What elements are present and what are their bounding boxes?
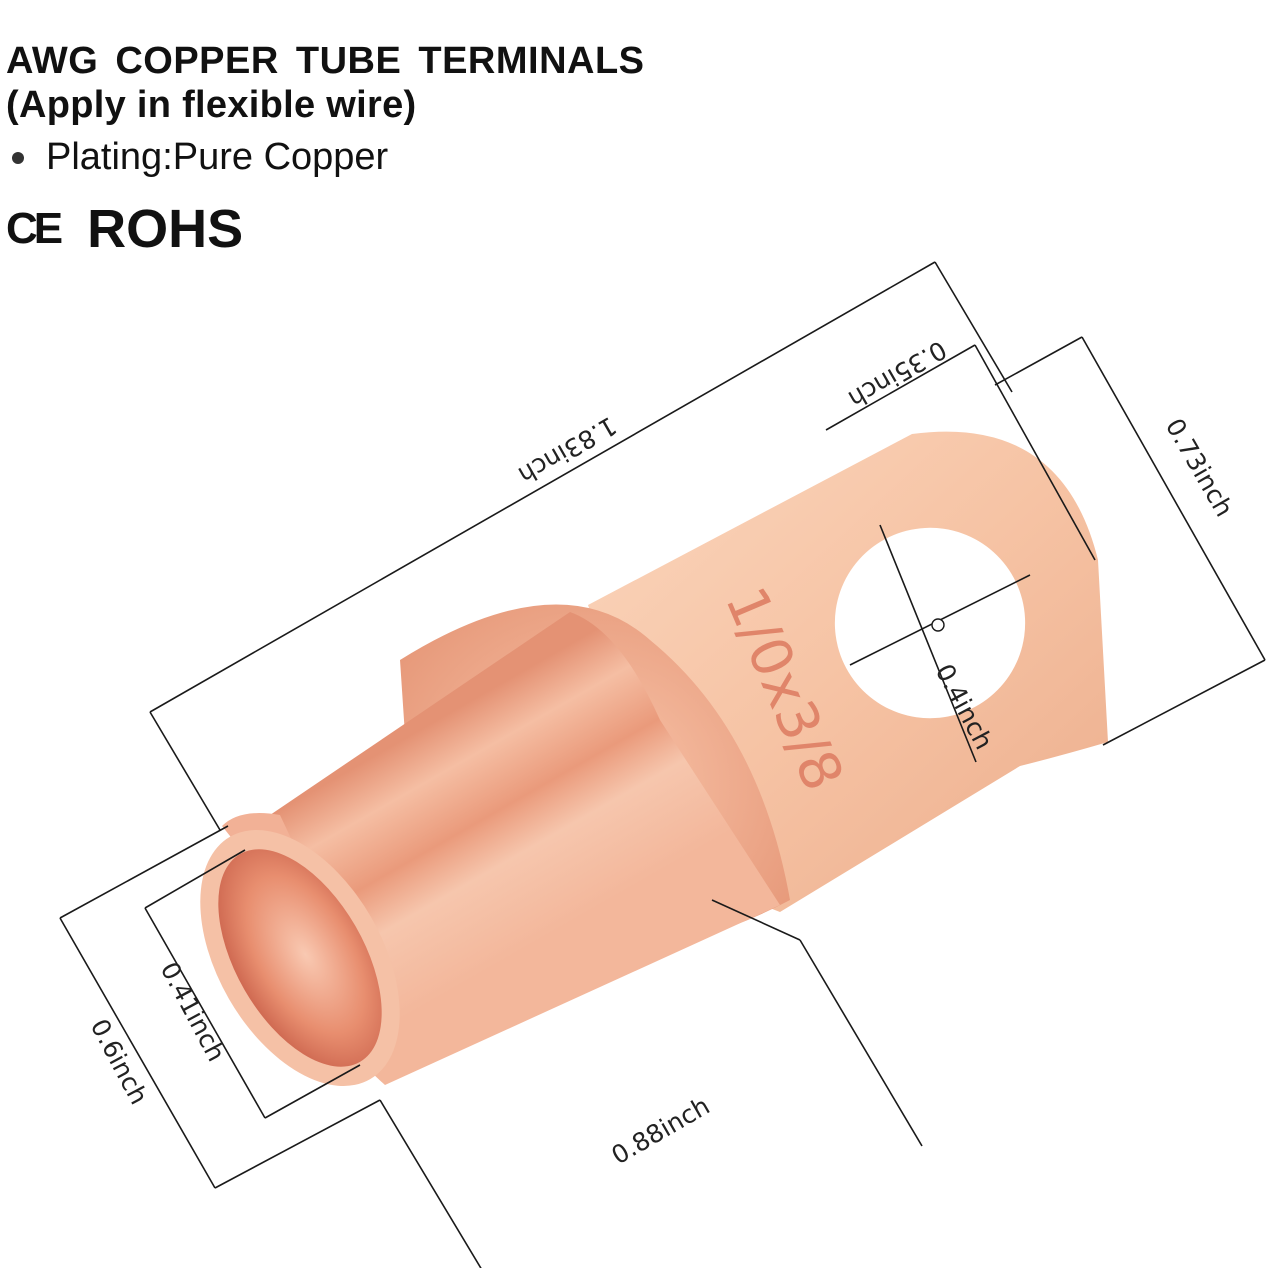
title-line-2: (Apply in flexible wire)	[6, 84, 417, 126]
dim-barrel-length: 0.88inch	[607, 1091, 715, 1170]
dim-hole-to-end: 0.35inch	[843, 335, 951, 414]
ce-mark-icon: CE	[6, 204, 63, 253]
barrel-bore	[218, 849, 382, 1067]
hole-center-mark	[931, 618, 945, 632]
dimension-lines	[59, 261, 1266, 1268]
plating-text: Plating:Pure Copper	[46, 136, 389, 178]
title-line-1: AWG COPPER TUBE TERMINALS	[6, 40, 645, 82]
certification-line: CE ROHS	[6, 198, 243, 260]
copper-terminal: 1/0x3/8	[200, 431, 1108, 1086]
bullet-icon	[12, 151, 24, 164]
plating-spec: Plating:Pure Copper	[6, 136, 388, 179]
dim-tongue-width: 0.73inch	[1160, 414, 1239, 522]
rohs-label: ROHS	[87, 199, 244, 259]
